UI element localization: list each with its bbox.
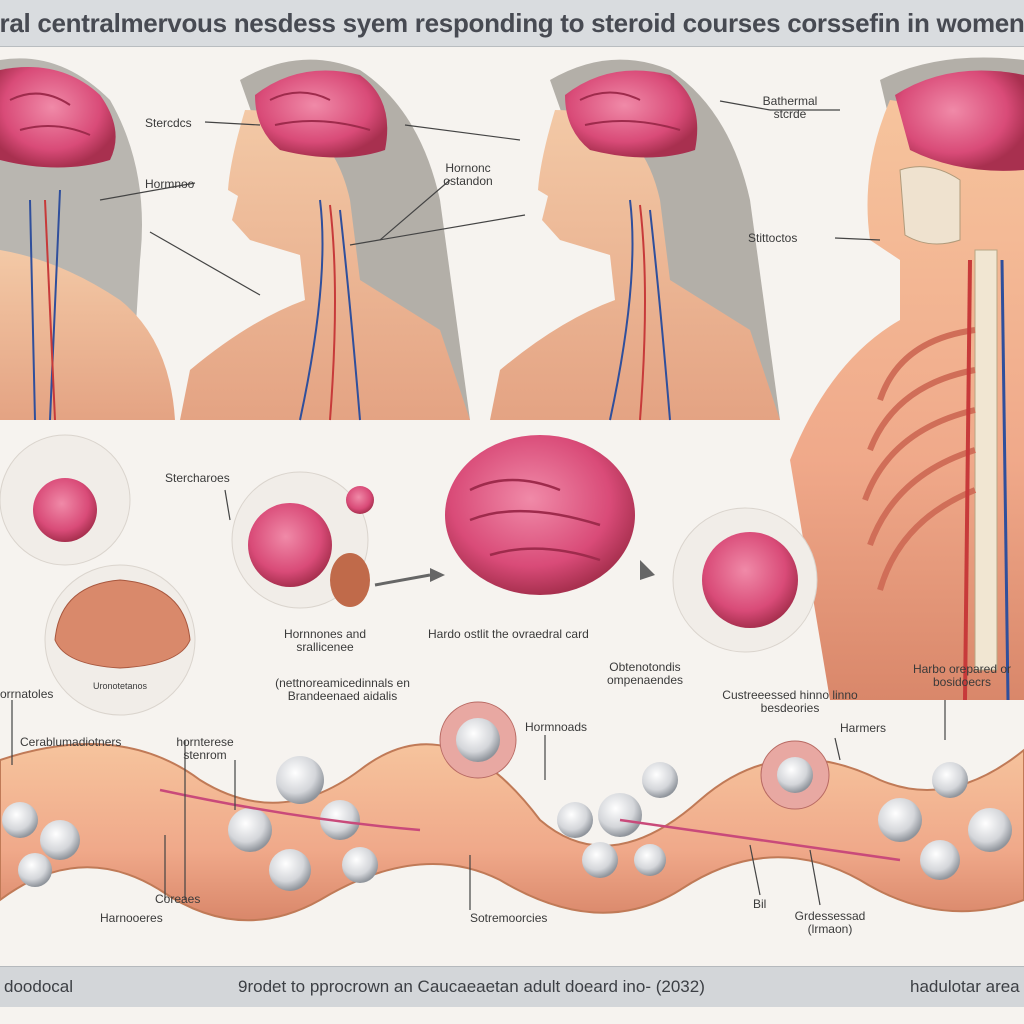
tissue-band xyxy=(0,743,1024,922)
title-bar: ral centralmervous nesdess syem respondi… xyxy=(0,0,1024,47)
label-hormnoo: Hormnoo xyxy=(145,177,195,191)
label-nettnoreamiced: (nettnoreamicedinnals en Brandeenaed aid… xyxy=(275,676,410,703)
label-hornterese-stenrom: hornterese stenrom xyxy=(176,735,234,762)
footer-bar: doodocal 9rodet to pprocrown an Caucaeae… xyxy=(0,966,1024,1007)
cell-cluster xyxy=(2,756,1012,891)
brain-model xyxy=(54,579,191,669)
label-hardo-ostlit: Hardo ostlit the ovraedral card xyxy=(428,627,589,641)
leader-lines xyxy=(11,100,946,910)
figure-4 xyxy=(790,57,1024,701)
footer-center: 9rodet to pprocrown an Caucaeaetan adult… xyxy=(238,977,705,996)
footer-right: hadulotar area xyxy=(910,977,1020,996)
brain-cluster-3 xyxy=(702,532,798,628)
label-hormnoads: Hormnoads xyxy=(525,720,588,734)
large-brain xyxy=(445,435,635,595)
figure-3 xyxy=(490,59,780,421)
arrow-1 xyxy=(374,573,431,587)
label-stercdcs: Stercdcs xyxy=(145,116,192,130)
label-stercharoes: Stercharoes xyxy=(165,471,230,485)
label-hornonc-ostandon: Hornonc ostandon xyxy=(443,161,493,188)
label-grdessessad: Grdessessad (lrmaon) xyxy=(794,909,866,936)
arrow-2 xyxy=(640,560,655,580)
label-sotremoorcies: Sotremoorcies xyxy=(470,911,548,925)
adrenal-gland xyxy=(330,553,370,607)
label-coreaes: Coreaes xyxy=(155,892,201,906)
figure-2 xyxy=(180,59,470,421)
brain-cluster-2 xyxy=(248,503,332,587)
label-bil: Bil xyxy=(753,897,767,911)
page-title: ral centralmervous nesdess syem respondi… xyxy=(0,7,1024,38)
label-bathermal-stcrde: Bathermal stcrde xyxy=(762,94,818,121)
brain-cluster-1 xyxy=(33,478,97,542)
label-hormones-and: Hornnones and srallicenee xyxy=(283,627,367,654)
label-obtenotondis: Obtenotondis ompenaendes xyxy=(606,660,684,687)
figure-1 xyxy=(0,58,175,421)
label-custreeessed: Custreeessed hinno linno besdeories xyxy=(722,688,858,715)
anatomy-illustration xyxy=(0,57,1024,922)
label-harbo-orepared: Harbo orepared or bosidoecrs xyxy=(912,662,1012,689)
label-orrnatoles: orrnatoles xyxy=(0,687,54,701)
label-harnooeres: Harnooeres xyxy=(100,911,163,925)
footer-left: doodocal xyxy=(4,977,74,996)
label-stittoctos: Stittoctos xyxy=(748,231,798,245)
label-cerablumadiotners: Cerablumadiotners xyxy=(20,735,122,749)
label-uronotetanos: Uronotetanos xyxy=(92,681,148,691)
label-harmers: Harmers xyxy=(840,721,887,735)
